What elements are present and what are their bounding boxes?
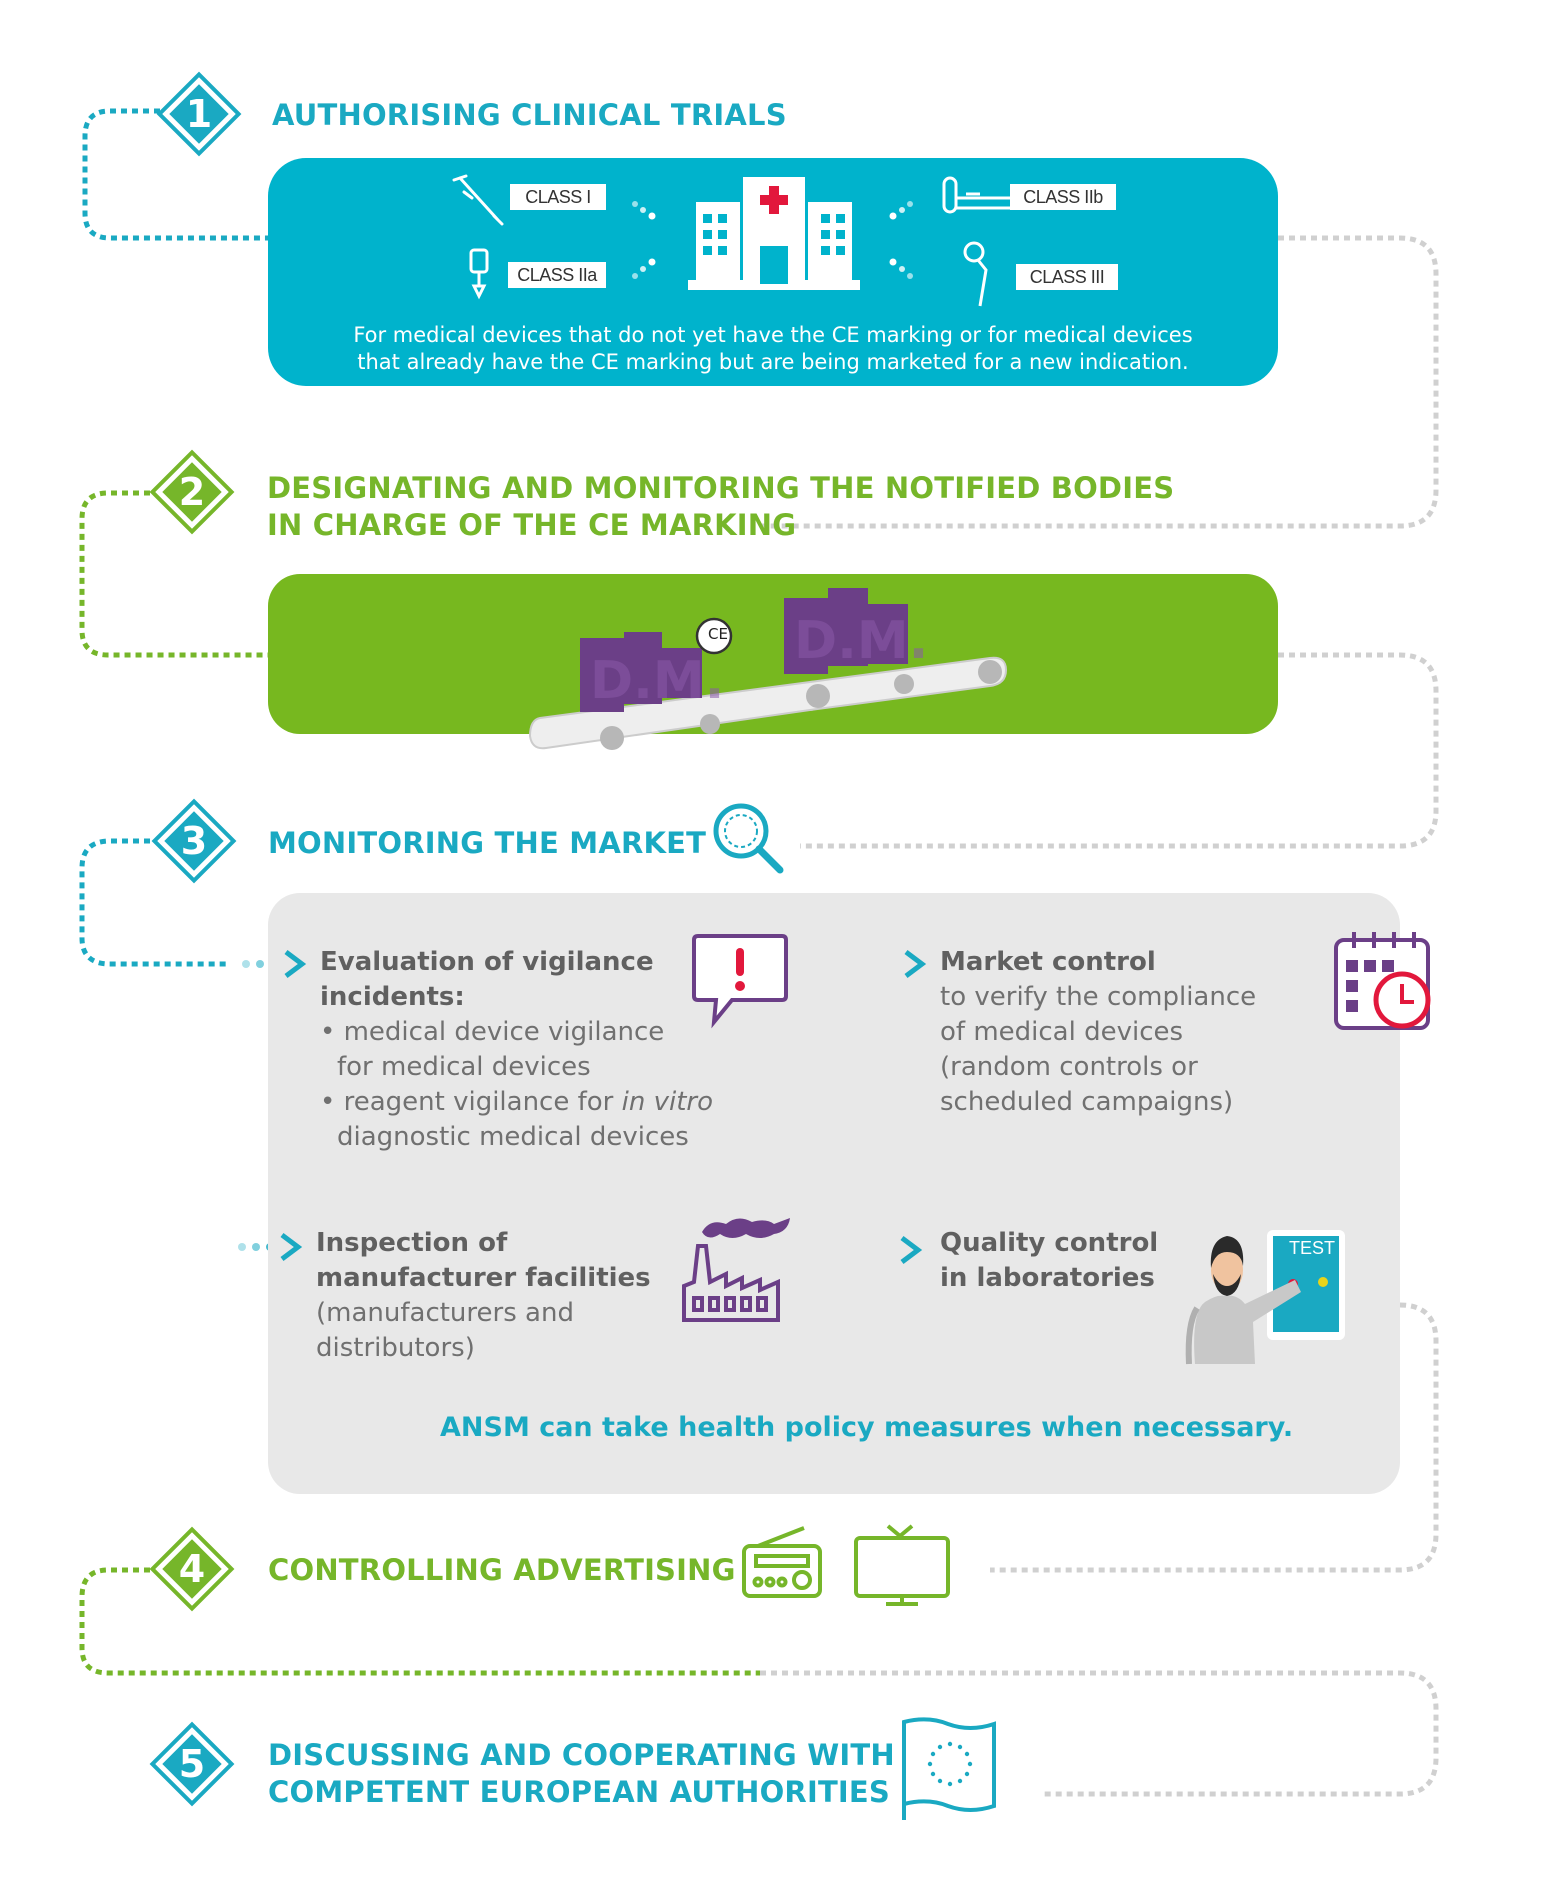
step-1-title: AUTHORISING CLINICAL TRIALS <box>272 98 787 132</box>
svg-text:D.M.: D.M. <box>794 611 928 671</box>
step-1-number: 1 <box>185 92 213 136</box>
market-control-title: Market control <box>940 947 1156 977</box>
inspection-title-1: Inspection of <box>316 1228 508 1258</box>
hip-implant-icon <box>963 241 988 307</box>
magnifier-icon <box>713 803 784 874</box>
arrow-icon <box>904 950 927 978</box>
step-5-diamond <box>149 1721 235 1807</box>
step-1-diamond <box>156 71 242 157</box>
step-5-number: 5 <box>178 1742 206 1786</box>
step-2-title-line-2: IN CHARGE OF THE CE MARKING <box>267 508 797 542</box>
market-panel <box>268 893 1400 1494</box>
step-3-number: 3 <box>180 819 208 863</box>
vigilance-section: Evaluation of vigilance incidents: • med… <box>320 945 713 1155</box>
step-4-diamond <box>149 1526 235 1612</box>
hospital-dots <box>632 201 913 279</box>
quality-section: Quality control in laboratories <box>940 1226 1158 1296</box>
vigilance-bullet-1-cont: for medical devices <box>337 1052 591 1082</box>
class-iia-label: CLASS IIa <box>508 262 606 288</box>
vigilance-bullet-2-prefix: • reagent vigilance for <box>320 1087 622 1117</box>
vigilance-bullet-2-italic: in vitro <box>621 1087 714 1117</box>
tv-icon <box>854 1524 950 1606</box>
market-control-line-3: (random controls or <box>940 1052 1198 1082</box>
bed-icon <box>942 176 1016 214</box>
quality-title-1: Quality control <box>940 1228 1159 1258</box>
policy-statement: ANSM can take health policy measures whe… <box>440 1412 1294 1443</box>
arrow-icon <box>280 1233 303 1261</box>
step-2-diamond <box>149 449 235 535</box>
ce-mark: CE <box>708 625 728 643</box>
calendar-clock-icon <box>1334 932 1431 1030</box>
class-i-label: CLASS I <box>510 184 606 210</box>
eu-flag-icon <box>902 1717 996 1820</box>
vigilance-title-1: Evaluation of vigilance <box>320 947 654 977</box>
hospital-icon <box>688 177 860 290</box>
note-line-2: that already have the CE marking but are… <box>357 350 1189 374</box>
step-4-title: CONTROLLING ADVERTISING <box>268 1553 736 1587</box>
inspection-line-2: distributors) <box>316 1333 475 1363</box>
step-2-number: 2 <box>178 470 206 514</box>
inspection-title-2: manufacturer facilities <box>316 1263 651 1293</box>
conveyor-belt-icon: D.M. D.M. <box>528 588 1008 750</box>
step-5-title-line-2: COMPETENT EUROPEAN AUTHORITIES <box>268 1775 891 1809</box>
crutch-icon <box>452 174 504 226</box>
quality-title-2: in laboratories <box>940 1263 1155 1293</box>
step-5-title-line-1: DISCUSSING AND COOPERATING WITH <box>268 1738 895 1772</box>
radio-icon <box>742 1526 822 1598</box>
step-2-title-line-1: DESIGNATING AND MONITORING THE NOTIFIED … <box>267 471 1175 505</box>
test-screen-label: TEST <box>1289 1238 1336 1258</box>
vigilance-bullet-1: • medical device vigilance <box>320 1017 665 1047</box>
arrow-icon <box>284 950 307 978</box>
step-3-diamond <box>151 798 237 884</box>
arrow-icon <box>900 1236 923 1264</box>
alert-bubble-icon <box>692 934 788 1029</box>
class-iii-label: CLASS III <box>1016 264 1118 290</box>
step-3-title: MONITORING THE MARKET <box>268 826 707 860</box>
technician-icon <box>1185 1230 1345 1365</box>
market-control-line-2: of medical devices <box>940 1017 1184 1047</box>
vigilance-title-2: incidents: <box>320 982 465 1012</box>
factory-icon <box>682 1218 790 1322</box>
vigilance-bullet-2: • reagent vigilance for in vitro <box>320 1085 713 1120</box>
market-control-line-1: to verify the compliance <box>940 982 1257 1012</box>
iv-drip-icon <box>469 248 489 300</box>
market-control-section: Market control to verify the compliance … <box>940 945 1256 1120</box>
vigilance-bullet-2-cont: diagnostic medical devices <box>337 1122 689 1152</box>
class-iib-label: CLASS IIb <box>1010 184 1116 210</box>
clinical-trials-note: For medical devices that do not yet have… <box>300 322 1246 376</box>
svg-text:D.M.: D.M. <box>590 651 724 711</box>
note-line-1: For medical devices that do not yet have… <box>353 323 1193 347</box>
inspection-section: Inspection of manufacturer facilities (m… <box>316 1226 651 1366</box>
inspection-line-1: (manufacturers and <box>316 1298 574 1328</box>
market-control-line-4: scheduled campaigns) <box>940 1087 1234 1117</box>
step-4-number: 4 <box>178 1547 206 1591</box>
